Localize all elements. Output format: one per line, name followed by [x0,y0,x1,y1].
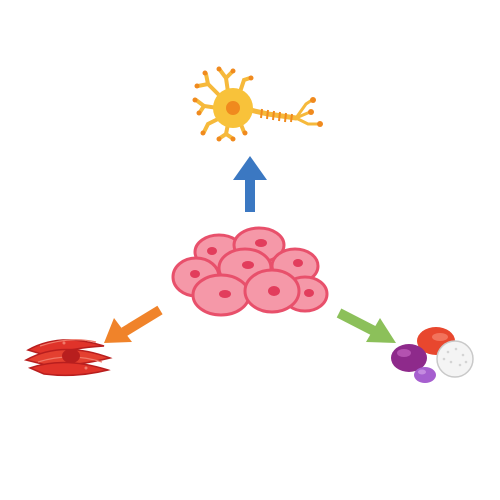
lymphocyte [436,340,474,378]
neuron-terminals [294,98,320,126]
arrow-down-left-icon [104,305,163,343]
platelet [414,367,436,383]
muscle-cell-icon [23,339,113,377]
neuron-icon [192,66,323,142]
neuron-terminal-knobs [192,66,323,142]
blood-cells-icon [391,327,474,383]
muscle-nucleus [62,349,80,363]
neuron-myelin [260,108,293,123]
arrow-up-icon [233,156,267,212]
neuron-nucleus [226,101,240,115]
stem-cell-nuclei [190,239,314,298]
arrow-down-right-icon [336,308,396,343]
